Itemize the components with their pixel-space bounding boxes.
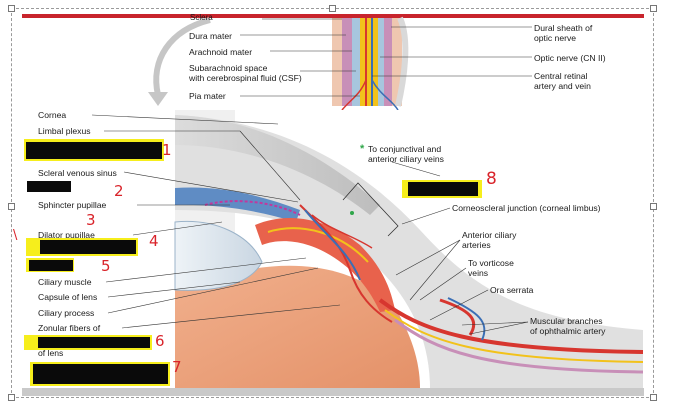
annotation-number-2: 2 — [114, 182, 124, 200]
label-ciliary-process: Ciliary process — [38, 308, 95, 318]
label-central-retinal-2: artery and vein — [534, 81, 591, 91]
label-muscular-branches-2: of ophthalmic artery — [530, 326, 606, 336]
figure-top-rule — [22, 14, 644, 18]
redaction-6 — [38, 337, 150, 348]
label-to-conjunctival: To conjunctival and — [368, 144, 442, 154]
label-to-vorticose: To vorticose — [468, 258, 514, 268]
label-dural-sheath: Dural sheath of — [534, 23, 593, 33]
label-subarachnoid-space: Subarachnoid space — [189, 63, 268, 73]
annotation-number-1: 1 — [162, 141, 172, 159]
annotation-number-5: 5 — [101, 257, 111, 275]
label-anterior-ciliary-2: arteries — [462, 240, 491, 250]
annotation-number-7: 7 — [172, 358, 182, 376]
label-central-retinal: Central retinal — [534, 71, 588, 81]
annotation-number-6: 6 — [155, 332, 165, 350]
resize-handle-middle-right[interactable] — [650, 203, 657, 210]
redaction-2 — [27, 181, 71, 192]
label-optic-nerve: Optic nerve (CN II) — [534, 53, 606, 63]
label-to-vorticose-2: veins — [468, 268, 489, 278]
label-cornea: Cornea — [38, 110, 67, 120]
label-scleral-venous-sinus: Scleral venous sinus — [38, 168, 117, 178]
label-to-conjunctival-2: anterior ciliary veins — [368, 154, 444, 164]
label-pia-mater: Pia mater — [189, 91, 226, 101]
resize-handle-top-right[interactable] — [650, 5, 657, 12]
label-dura-mater: Dura mater — [189, 31, 232, 41]
label-dilator-pupillae: Dilator pupillae — [38, 230, 95, 240]
label-ciliary-muscle: Ciliary muscle — [38, 277, 92, 287]
resize-handle-bottom-right[interactable] — [650, 394, 657, 401]
label-capsule-of-lens: Capsule of lens — [38, 292, 98, 302]
label-asterisk: * — [360, 143, 365, 155]
label-arachnoid-mater: Arachnoid mater — [189, 47, 253, 57]
figure-bottom-bar — [22, 388, 644, 396]
label-subarachnoid-space-2: with cerebrospinal fluid (CSF) — [189, 73, 302, 83]
annotation-number-4: 4 — [149, 232, 159, 250]
label-of-lens: of lens — [38, 348, 64, 358]
redaction-1 — [26, 142, 162, 159]
annotation-number-8: 8 — [486, 169, 497, 189]
label-muscular-branches: Muscular branches — [530, 316, 603, 326]
label-sphincter-pupillae: Sphincter pupillae — [38, 200, 107, 210]
redaction-8 — [408, 182, 478, 196]
annotation-bracket-mark: \ — [13, 228, 18, 243]
annotation-number-3: 3 — [86, 211, 96, 229]
label-limbal-plexus: Limbal plexus — [38, 126, 91, 136]
resize-handle-top-left[interactable] — [8, 5, 15, 12]
redaction-5 — [29, 260, 73, 271]
label-ora-serrata: Ora serrata — [490, 285, 534, 295]
label-anterior-ciliary: Anterior ciliary — [462, 230, 517, 240]
label-sclera: Sclera — [190, 13, 213, 22]
redaction-7 — [33, 364, 168, 384]
resize-handle-middle-left[interactable] — [8, 203, 15, 210]
label-zonular-fibers: Zonular fibers of — [38, 323, 101, 333]
redaction-4 — [40, 240, 136, 254]
label-dural-sheath-2: optic nerve — [534, 33, 577, 43]
label-corneoscleral-junction: Corneoscleral junction (corneal limbus) — [452, 203, 601, 213]
resize-handle-bottom-left[interactable] — [8, 394, 15, 401]
resize-handle-top-center[interactable] — [329, 5, 336, 12]
